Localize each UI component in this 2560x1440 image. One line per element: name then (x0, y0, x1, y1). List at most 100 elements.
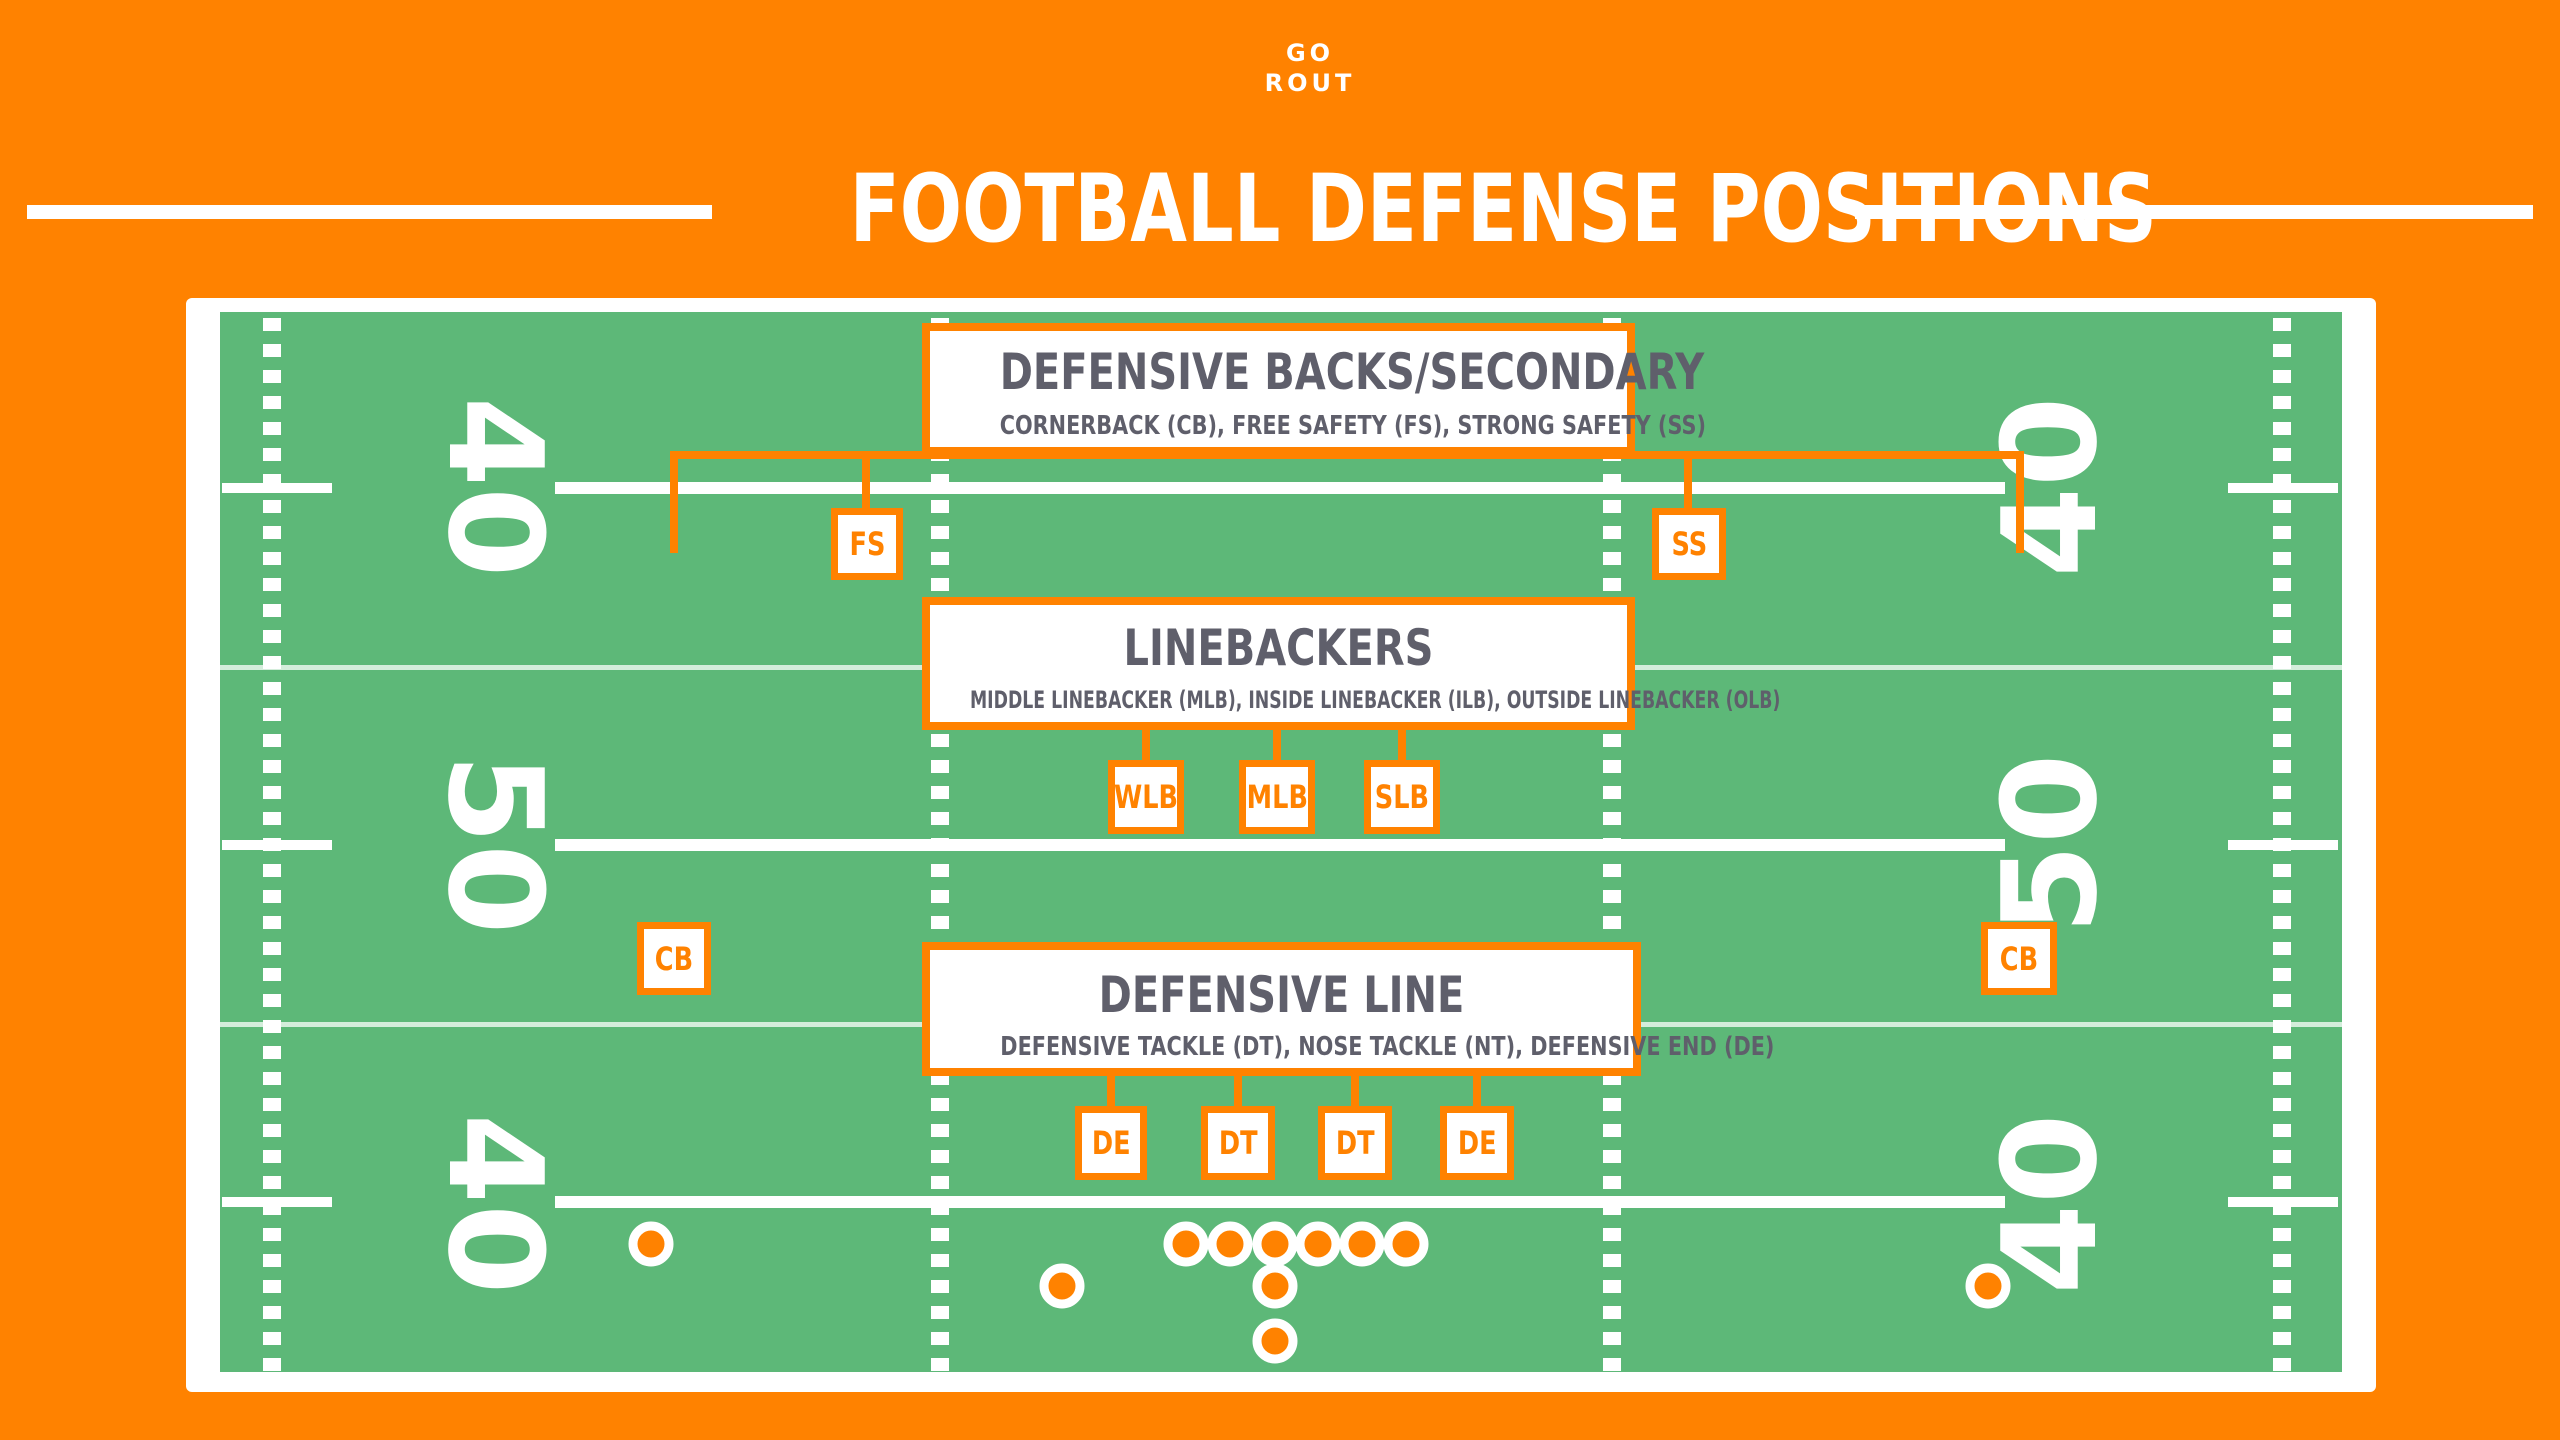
hash-mark (2273, 812, 2291, 825)
hash-mark (2273, 474, 2291, 487)
hash-mark (263, 1332, 281, 1345)
hash-mark (2273, 786, 2291, 799)
hash-mark (1603, 578, 1621, 591)
offense-player-dot (1039, 1263, 1085, 1309)
hash-mark (931, 474, 949, 487)
hash-mark (263, 838, 281, 851)
hash-mark (931, 916, 949, 929)
hash-mark (263, 1306, 281, 1319)
hash-mark (931, 864, 949, 877)
yard-number-middle-left: 50 (419, 754, 571, 935)
secondary-title: DEFENSIVE BACKS/SECONDARY (999, 343, 1705, 401)
hash-column-1 (263, 318, 281, 1371)
hash-mark (2273, 370, 2291, 383)
offense-player-dot (1207, 1221, 1253, 1267)
position-dt-left: DT (1201, 1106, 1275, 1180)
hash-mark (263, 734, 281, 747)
hash-mark (263, 318, 281, 331)
logo-line-1: GO (1285, 39, 1335, 67)
offense-player-dot (1163, 1221, 1209, 1267)
hash-mark (1603, 1124, 1621, 1137)
hash-mark (1603, 1332, 1621, 1345)
defensive-line-title: DEFENSIVE LINE (1098, 966, 1465, 1024)
hash-mark (263, 1098, 281, 1111)
hash-mark (2273, 344, 2291, 357)
hash-mark (2273, 500, 2291, 513)
hash-mark (931, 890, 949, 903)
hash-mark (263, 682, 281, 695)
hash-mark (263, 422, 281, 435)
hash-mark (2273, 1228, 2291, 1241)
hash-mark (931, 1124, 949, 1137)
hash-mark (2273, 1254, 2291, 1267)
hash-mark (263, 994, 281, 1007)
hash-mark (263, 1150, 281, 1163)
hash-mark (1603, 812, 1621, 825)
hash-mark (2273, 1202, 2291, 1215)
hash-mark (2273, 552, 2291, 565)
hash-mark (263, 1254, 281, 1267)
offense-player-dot (1339, 1221, 1385, 1267)
hash-mark (2273, 942, 2291, 955)
hash-mark (1603, 1228, 1621, 1241)
hash-mark (1603, 500, 1621, 513)
hash-mark (263, 1124, 281, 1137)
hash-mark (2273, 734, 2291, 747)
hash-mark (1603, 786, 1621, 799)
hash-mark (1603, 1306, 1621, 1319)
hash-mark (263, 344, 281, 357)
hash-mark (2273, 1046, 2291, 1059)
offense-player-dot (1252, 1263, 1298, 1309)
hash-mark (2273, 890, 2291, 903)
yard-numbers: 40 50 40 40 50 40 (419, 397, 2126, 1295)
hash-mark (2273, 630, 2291, 643)
hash-mark (2273, 760, 2291, 773)
hash-mark (931, 500, 949, 513)
hash-mark (2273, 916, 2291, 929)
hash-mark (263, 916, 281, 929)
hash-mark (2273, 1306, 2291, 1319)
hash-mark (2273, 1098, 2291, 1111)
yard-number-top-left: 40 (419, 397, 571, 578)
hash-mark (2273, 1150, 2291, 1163)
hash-mark (263, 396, 281, 409)
hash-mark (931, 1306, 949, 1319)
hash-mark (263, 448, 281, 461)
position-mlb: MLB (1239, 760, 1315, 834)
hash-mark (1603, 1358, 1621, 1371)
hash-mark (2273, 1332, 2291, 1345)
hash-mark (2273, 1280, 2291, 1293)
hash-mark (263, 890, 281, 903)
hash-mark (2273, 526, 2291, 539)
title-rule-right (1855, 205, 2533, 219)
position-dt-right: DT (1318, 1106, 1392, 1180)
yard-number-middle-right: 50 (1974, 754, 2126, 935)
hash-mark (931, 1358, 949, 1371)
hash-mark (263, 760, 281, 773)
position-cb-left: CB (637, 922, 711, 995)
hash-mark (1603, 1280, 1621, 1293)
hash-mark (263, 1046, 281, 1059)
hash-mark (2273, 1358, 2291, 1371)
hash-column-2 (931, 318, 949, 1371)
connector-lines (670, 451, 2024, 1106)
hash-mark (2273, 1124, 2291, 1137)
position-wlb: WLB (1108, 760, 1184, 834)
hash-mark (263, 1202, 281, 1215)
position-de-right: DE (1440, 1106, 1514, 1180)
hash-mark (263, 1176, 281, 1189)
hash-mark (2273, 994, 2291, 1007)
hash-mark (2273, 838, 2291, 851)
position-ss: SS (1652, 508, 1726, 580)
hash-mark (263, 1020, 281, 1033)
hash-mark (2273, 318, 2291, 331)
hash-mark (263, 864, 281, 877)
offense-player-dot (1295, 1221, 1341, 1267)
hash-mark (2273, 604, 2291, 617)
connector-secondary-bracket (670, 451, 2024, 553)
linebackers-title: LINEBACKERS (1123, 619, 1434, 677)
hash-mark (263, 786, 281, 799)
hash-mark (263, 604, 281, 617)
hash-mark (263, 1072, 281, 1085)
hash-mark (2273, 396, 2291, 409)
